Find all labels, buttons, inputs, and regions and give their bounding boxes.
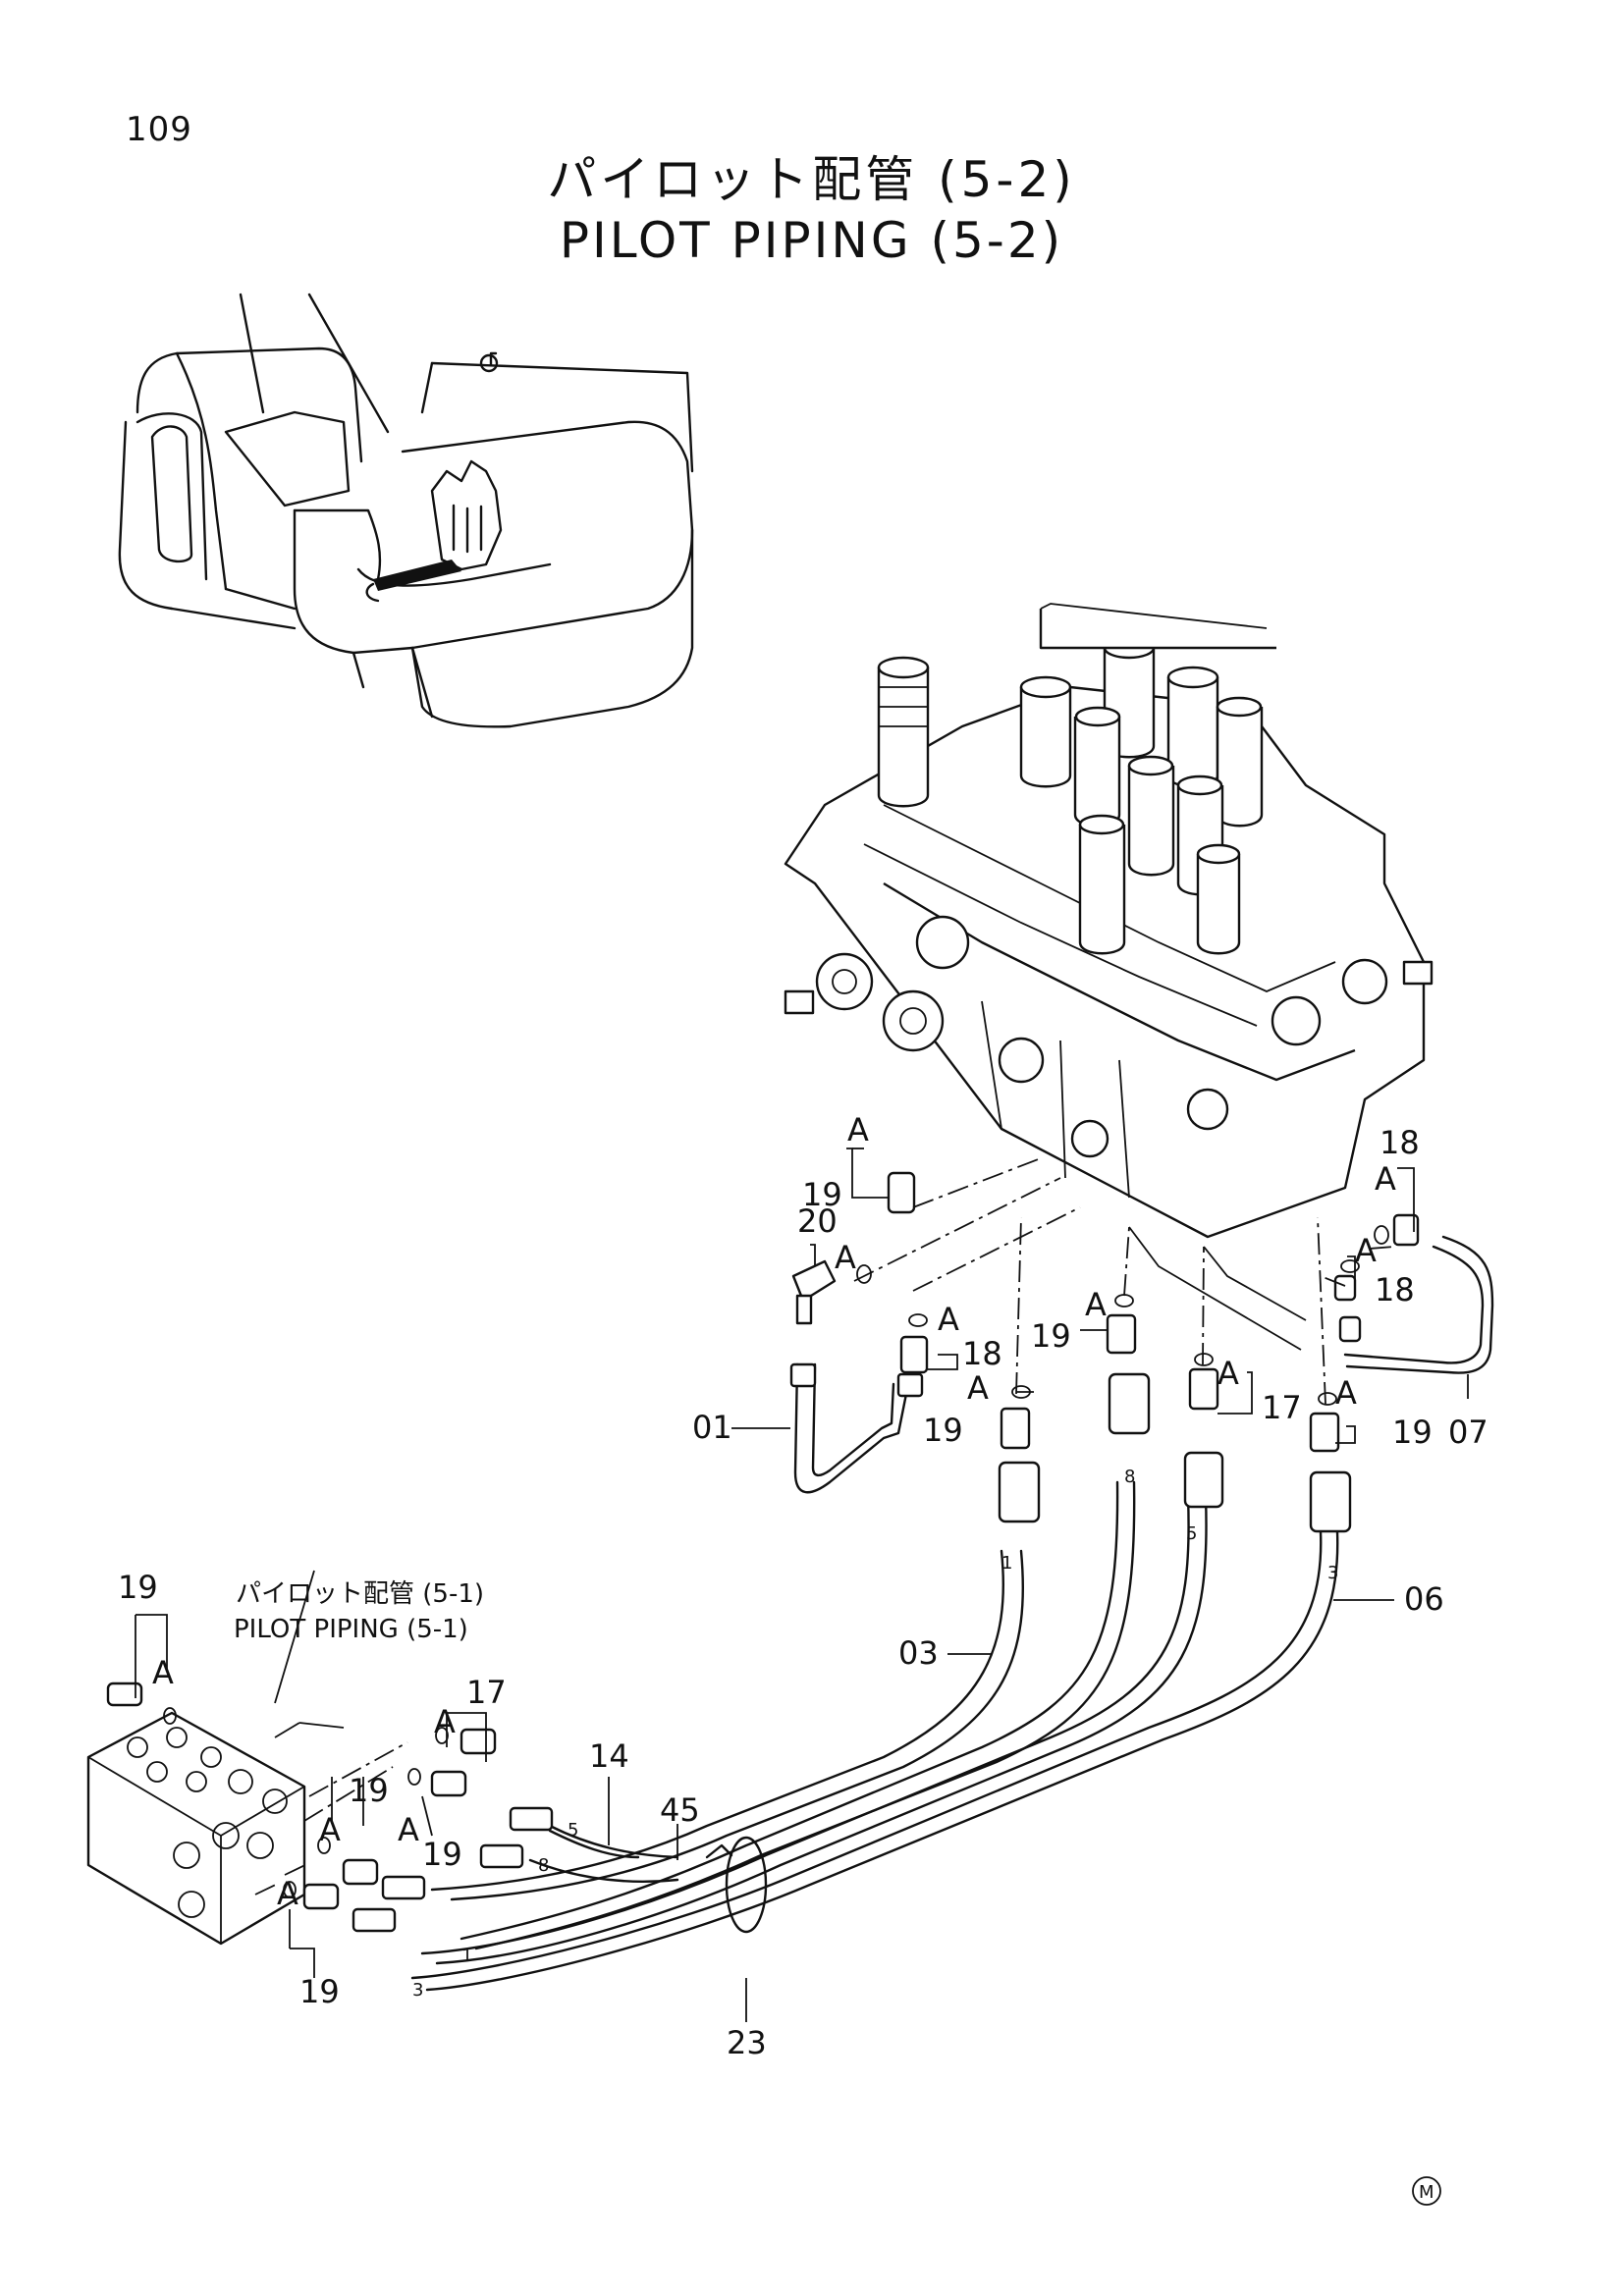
hose-mark-5: 5 (568, 1820, 578, 1841)
reference-note: パイロット配管 (5-1) PILOT PIPING (5-1) (234, 1579, 484, 1644)
leader-lines (135, 1148, 1469, 2022)
part-label-18: 18 (962, 1335, 1002, 1372)
part-labels: 18 A A 19 20 A A 18 A 19 A 18 A 17 A 19 … (118, 1111, 1488, 2061)
part-label-19: 19 (923, 1412, 963, 1449)
part-label-23: 23 (727, 2024, 767, 2061)
detail-a-label: A (319, 1811, 341, 1848)
valve-port-bosses (784, 915, 1434, 1158)
part-label-18-top: 18 (1380, 1124, 1420, 1161)
valve-spool-caps (877, 603, 1276, 955)
part-label-01: 01 (692, 1409, 732, 1446)
detail-a-label: A (277, 1875, 298, 1912)
part-label-19: 19 (118, 1569, 158, 1606)
detail-a-label: A (398, 1811, 419, 1848)
detail-a-label: A (938, 1301, 959, 1338)
detail-a-label: A (847, 1111, 869, 1148)
reference-note-english: PILOT PIPING (5-1) (234, 1615, 468, 1644)
hose-mark-8: 8 (1124, 1467, 1135, 1487)
control-valve-assembly (784, 603, 1434, 1239)
valve-side-fittings (789, 1157, 1494, 1533)
part-label-20: 20 (797, 1202, 838, 1240)
part-label-19: 19 (349, 1772, 389, 1809)
part-label-18: 18 (1375, 1271, 1415, 1308)
page-title-english: PILOT PIPING (5-2) (559, 212, 1064, 269)
part-label-14: 14 (589, 1737, 629, 1775)
part-label-03: 03 (898, 1634, 939, 1672)
detail-a-label: A (835, 1239, 856, 1276)
detail-a-label: A (1375, 1160, 1396, 1198)
hose-mark-5: 5 (1186, 1523, 1197, 1544)
manufacturer-mark-letter: M (1419, 2182, 1434, 2203)
detail-a-label: A (434, 1703, 456, 1740)
part-label-19: 19 (802, 1176, 842, 1213)
part-label-19: 19 (1392, 1414, 1433, 1451)
title-block: パイロット配管 (5-2) PILOT PIPING (5-2) (0, 149, 1623, 271)
detail-a-label: A (1355, 1232, 1377, 1269)
excavator-locator-view (118, 293, 694, 728)
part-label-19: 19 (1031, 1317, 1071, 1355)
part-label-17: 17 (1262, 1389, 1302, 1426)
page-number: 109 (126, 110, 192, 149)
part-label-06: 06 (1404, 1580, 1444, 1618)
part-label-07: 07 (1448, 1414, 1488, 1451)
part-label-45: 45 (660, 1791, 700, 1829)
page-title-japanese: パイロット配管 (5-2) (547, 151, 1076, 208)
block-side-fittings (106, 1682, 554, 1933)
hose-bundle (410, 1480, 1339, 1992)
hose-mark-8: 8 (538, 1855, 549, 1876)
detail-a-label: A (967, 1369, 989, 1407)
manufacturer-mark: M (1412, 2176, 1441, 2206)
hose-mark-1: 1 (461, 1946, 472, 1966)
detail-a-label: A (1335, 1374, 1357, 1412)
part-label-19: 19 (299, 1973, 340, 2010)
pilot-port-block (86, 1711, 306, 1946)
part-label-19: 19 (422, 1836, 462, 1873)
detail-a-label: A (1085, 1286, 1107, 1323)
reference-note-japanese: パイロット配管 (5-1) (236, 1579, 484, 1609)
part-label-17: 17 (466, 1674, 507, 1711)
hose-mark-3: 3 (412, 1980, 423, 2001)
hose-mark-1: 1 (1001, 1553, 1012, 1574)
hose-marks: 1 8 5 3 5 8 1 3 (412, 1467, 1338, 2001)
detail-a-label: A (1217, 1355, 1239, 1392)
detail-a-label: A (152, 1654, 174, 1691)
hose-mark-3: 3 (1327, 1563, 1338, 1583)
